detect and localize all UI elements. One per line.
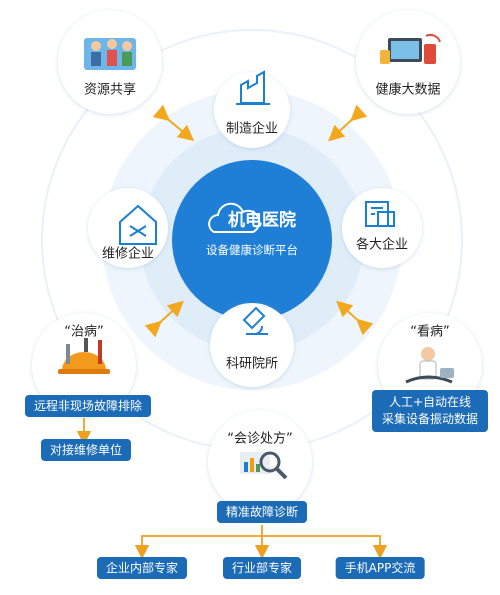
node-label-treat: “治病” bbox=[64, 324, 104, 340]
hub-title: 机电医院 bbox=[228, 210, 296, 231]
treat-step-remote: 远程非现场故障排除 bbox=[24, 395, 152, 417]
diagnose-line1: 人工+自动在线 bbox=[388, 395, 472, 409]
doctor-examining-icon bbox=[405, 347, 454, 384]
factory-icon bbox=[236, 70, 270, 105]
expert-industry: 行业部专家 bbox=[222, 557, 302, 579]
arrow-diagnose-enterprises bbox=[336, 300, 374, 336]
people-network-icon bbox=[84, 38, 136, 70]
diagnose-line2: 采集设备振动数据 bbox=[381, 412, 479, 426]
arrow-bigdata-manufacturing bbox=[328, 104, 368, 142]
node-label-bigdata: 健康大数据 bbox=[375, 82, 441, 98]
expert-internal: 企业内部专家 bbox=[96, 557, 188, 579]
repair-house-icon bbox=[119, 204, 157, 245]
node-bg-enterprises bbox=[342, 188, 422, 268]
consult-result: 精准故障诊断 bbox=[216, 501, 308, 523]
magnifier-chart-icon bbox=[240, 451, 288, 480]
hub-subtitle: 设备健康诊断平台 bbox=[206, 243, 298, 257]
node-bg-repair bbox=[88, 188, 168, 268]
diagnose-collect-box: 人工+自动在线 采集设备振动数据 bbox=[371, 390, 489, 432]
hub-circle bbox=[172, 160, 332, 320]
node-label-consult: “会诊处方” bbox=[227, 431, 293, 447]
arrow-resource-manufacturing bbox=[152, 104, 195, 142]
office-building-icon bbox=[365, 201, 395, 227]
node-label-repair: 维修企业 bbox=[101, 246, 155, 262]
node-label-research: 科研院所 bbox=[225, 356, 279, 372]
node-label-enterprises: 各大企业 bbox=[355, 237, 409, 253]
node-label-manufacturing: 制造企业 bbox=[225, 121, 279, 137]
connector-experts-bus bbox=[141, 535, 381, 548]
cloud-icon bbox=[208, 202, 261, 233]
devices-data-icon bbox=[380, 33, 441, 64]
expert-mobile-app: 手机APP交流 bbox=[335, 557, 425, 579]
tools-helmet-icon bbox=[58, 338, 110, 374]
microscope-icon bbox=[242, 306, 268, 335]
arrow-treat-repair bbox=[144, 300, 184, 338]
node-label-diagnose: “看病” bbox=[410, 324, 450, 340]
node-bg-manufacturing bbox=[214, 72, 290, 148]
node-label-resource: 资源共享 bbox=[83, 82, 137, 98]
node-bg-research bbox=[210, 303, 294, 387]
treat-step-connect: 对接维修单位 bbox=[40, 439, 132, 461]
